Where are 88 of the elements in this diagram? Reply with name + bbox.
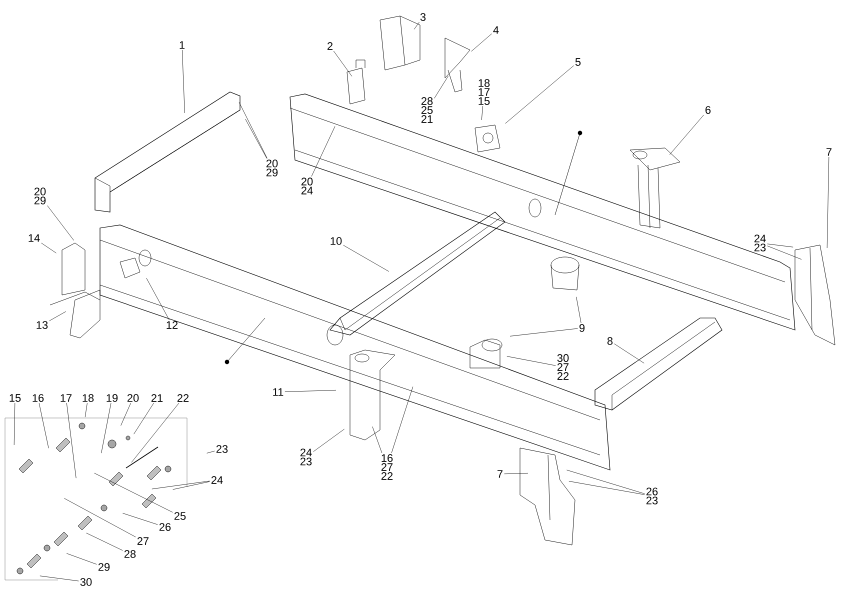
leader-line — [434, 76, 448, 98]
leader-line — [49, 311, 66, 322]
leader-line — [41, 242, 56, 254]
leader-line — [566, 470, 645, 494]
callout-number: 3 — [420, 13, 426, 21]
leader-line — [152, 480, 210, 490]
callout-number: 22 — [177, 394, 189, 402]
callout-number: 20 29 — [266, 160, 278, 176]
leader-line — [471, 33, 492, 52]
callout-number: 19 — [106, 394, 118, 402]
leader-line — [568, 481, 645, 495]
leader-line — [510, 328, 578, 336]
callout-number: 12 — [166, 321, 178, 329]
leader-line — [84, 402, 88, 418]
leader-line — [172, 481, 210, 490]
callout-number: 14 — [28, 234, 40, 242]
callout-number: 28 — [124, 550, 136, 558]
callout-number: 30 27 22 — [557, 354, 569, 380]
leader-line — [614, 344, 644, 364]
leader-line — [40, 576, 79, 582]
callout-number: 29 — [98, 563, 110, 571]
callout-number: 18 17 15 — [478, 79, 490, 105]
callout-number: 4 — [493, 26, 499, 34]
leader-line — [481, 106, 483, 120]
callout-number: 17 — [60, 394, 72, 402]
callout-number: 25 — [174, 512, 186, 520]
leader-line — [120, 402, 131, 426]
leader-line — [506, 356, 556, 366]
callout-number: 26 23 — [646, 488, 658, 504]
leader-line — [86, 532, 123, 551]
callout-number: 20 24 — [301, 178, 313, 194]
callout-number: 1 — [180, 41, 185, 49]
callout-number: 8 — [607, 337, 613, 345]
callout-number: 28 25 21 — [421, 97, 433, 123]
leader-line — [47, 205, 74, 241]
leader-line — [767, 246, 802, 260]
callout-number: 23 — [216, 445, 228, 453]
leader-line — [245, 118, 267, 159]
leader-line — [66, 553, 97, 565]
callout-number: 26 — [159, 523, 171, 531]
callout-number: 24 23 — [754, 234, 766, 252]
leader-line — [238, 102, 268, 159]
callout-number: 18 — [82, 394, 94, 402]
leader-line — [14, 402, 16, 446]
callout-number: 24 23 — [300, 448, 312, 466]
callout-number: 7 — [498, 470, 503, 478]
leader-line — [94, 472, 173, 513]
leader-line — [343, 245, 390, 272]
callout-number: 24 — [211, 476, 223, 484]
leader-line — [767, 244, 794, 248]
leader-line — [826, 156, 830, 248]
leader-line — [311, 126, 336, 177]
callout-number: 20 29 — [34, 188, 46, 204]
leader-line — [38, 402, 49, 448]
leader-line — [122, 513, 158, 525]
callout-number: 10 — [330, 237, 342, 245]
leader-line — [206, 450, 215, 454]
callout-number: 27 — [137, 537, 149, 545]
leader-line — [131, 402, 180, 463]
leader-line — [284, 390, 336, 392]
callout-number: 15 — [10, 394, 21, 402]
leader-line — [182, 50, 185, 114]
callout-number: 9 — [579, 324, 585, 332]
callout-number: 7 — [826, 148, 832, 156]
leader-line — [504, 473, 528, 474]
leader-line — [576, 296, 582, 324]
leader-line — [372, 426, 382, 454]
leader-line — [313, 428, 344, 452]
leader-line — [101, 402, 112, 454]
leader-line — [391, 386, 414, 454]
leader-line — [333, 50, 352, 76]
callout-number: 2 — [328, 42, 333, 50]
callout-number: 30 — [80, 578, 92, 586]
leader-line — [64, 498, 136, 538]
callout-number: 21 — [151, 394, 163, 402]
leader-line — [505, 65, 574, 124]
callout-number: 5 — [575, 58, 581, 66]
callout-number: 16 — [32, 394, 44, 402]
leader-line — [134, 402, 154, 434]
leader-line — [66, 402, 76, 478]
callout-number: 13 — [36, 321, 48, 329]
callout-number: 20 — [127, 394, 139, 402]
leader-line — [146, 278, 170, 320]
callout-number: 11 — [273, 388, 284, 396]
leader-line — [414, 22, 420, 30]
callout-number: 16 27 22 — [381, 454, 393, 480]
leader-line — [669, 114, 704, 155]
callout-number: 6 — [706, 106, 711, 114]
